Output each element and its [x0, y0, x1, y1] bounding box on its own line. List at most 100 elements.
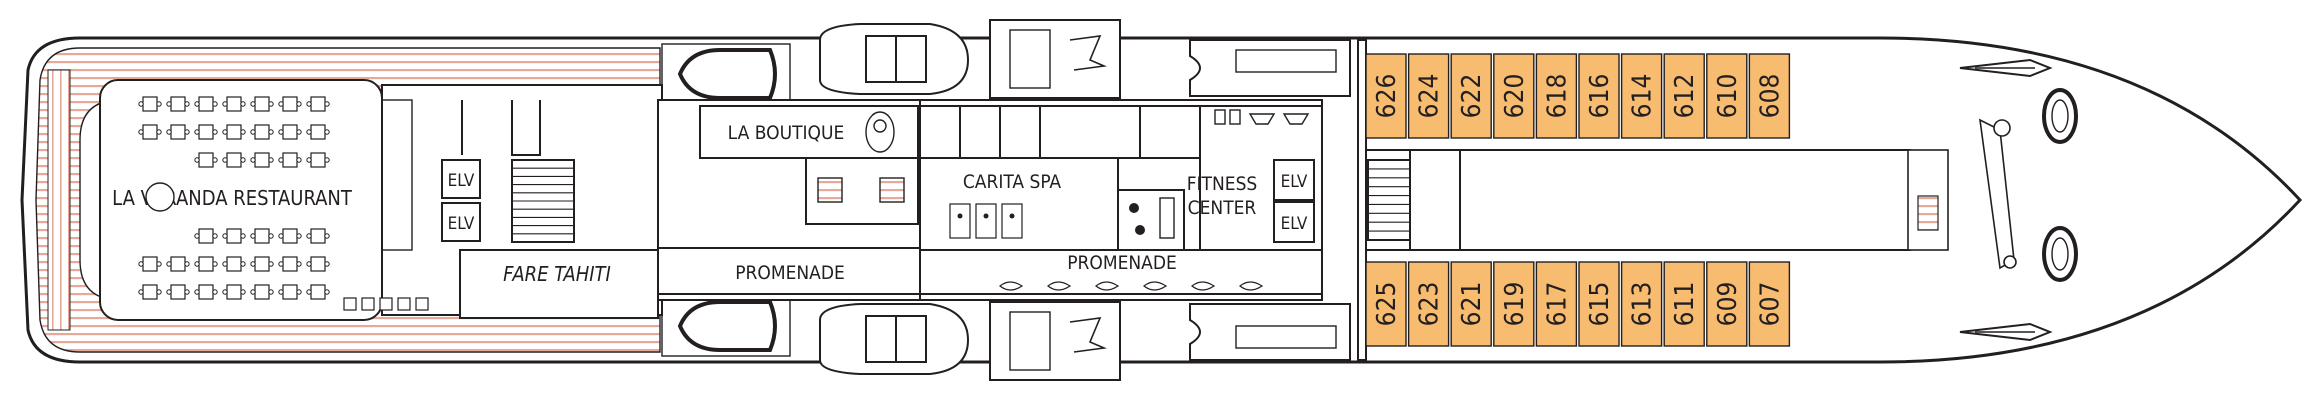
bow-bollards-lower	[2042, 226, 2078, 282]
starboard-cabin-612[interactable]	[1663, 53, 1705, 139]
table	[226, 284, 242, 300]
chair	[240, 261, 246, 267]
bow-winch-upper	[1959, 58, 2053, 78]
port-cabin-623[interactable]	[1407, 261, 1450, 347]
chair	[222, 289, 228, 295]
aft-stairs	[511, 159, 575, 243]
fwd-utility-room	[1409, 149, 1461, 251]
table	[282, 124, 298, 140]
chair	[324, 261, 330, 267]
fwd-elevator-upper[interactable]	[1273, 159, 1315, 201]
aft-elevator-upper[interactable]	[441, 159, 481, 199]
chair	[166, 129, 172, 135]
zodiac-lower	[1189, 303, 1351, 361]
lounge-table	[379, 297, 393, 311]
starboard-cabin-610[interactable]	[1706, 53, 1748, 139]
restaurant-tables	[138, 96, 330, 300]
chair	[324, 101, 330, 107]
chair	[296, 261, 302, 267]
starboard-cabin-614[interactable]	[1620, 53, 1663, 139]
table	[310, 256, 326, 272]
table	[198, 152, 214, 168]
table	[170, 96, 186, 112]
port-cabin-607[interactable]	[1748, 261, 1791, 347]
starboard-cabin-label-616: 616	[1585, 74, 1615, 119]
port-cabin-621[interactable]	[1450, 261, 1492, 347]
spa-label: CARITA SPA	[963, 171, 1062, 193]
chair	[240, 289, 246, 295]
port-cabin-613[interactable]	[1620, 261, 1663, 347]
chair	[306, 157, 312, 163]
aft-promenade-label: PROMENADE	[735, 262, 845, 284]
starboard-cabin-label-620: 620	[1500, 74, 1530, 119]
chair	[240, 101, 246, 107]
chair	[296, 129, 302, 135]
port-cabin-615[interactable]	[1578, 261, 1620, 347]
chair	[138, 101, 144, 107]
chair	[138, 129, 144, 135]
chair	[166, 289, 172, 295]
chair	[306, 233, 312, 239]
chair	[212, 261, 218, 267]
starboard-cabin-626[interactable]	[1365, 53, 1407, 139]
starboard-cabin-620[interactable]	[1493, 53, 1535, 139]
chair	[296, 289, 302, 295]
port-cabin-619[interactable]	[1493, 261, 1535, 347]
chair	[184, 261, 190, 267]
chair	[222, 233, 228, 239]
fitness-equipment	[1214, 109, 1310, 125]
table	[198, 228, 214, 244]
table	[310, 96, 326, 112]
chair	[184, 289, 190, 295]
starboard-cabin-622[interactable]	[1450, 53, 1492, 139]
mid-promenade-label: PROMENADE	[1067, 252, 1177, 274]
port-cabin-611[interactable]	[1663, 261, 1705, 347]
chair	[138, 289, 144, 295]
starboard-cabin-616[interactable]	[1578, 53, 1620, 139]
chair	[306, 261, 312, 267]
starboard-cabin-624[interactable]	[1407, 53, 1450, 139]
chair	[278, 157, 284, 163]
port-cabin-617[interactable]	[1535, 261, 1578, 347]
treatment-bed-icon	[957, 213, 963, 219]
aft-bar	[381, 99, 413, 251]
table	[198, 124, 214, 140]
chair	[184, 101, 190, 107]
chair	[212, 101, 218, 107]
chair	[324, 289, 330, 295]
bow-winch-lower	[1959, 322, 2053, 342]
table	[254, 256, 270, 272]
boutique-label: LA BOUTIQUE	[728, 122, 845, 144]
table	[142, 96, 158, 112]
chair	[296, 157, 302, 163]
chair	[156, 289, 162, 295]
port-cabin-625[interactable]	[1365, 261, 1407, 347]
fwd-elevator-lower[interactable]	[1273, 201, 1315, 243]
fitness-label-line1: FITNESS	[1187, 173, 1258, 195]
chair	[156, 129, 162, 135]
lounge-table	[397, 297, 411, 311]
port-cabin-label-607: 607	[1755, 282, 1785, 327]
lifeboat-aft-upper	[661, 43, 791, 105]
spa-treatment-rooms	[949, 203, 1023, 239]
starboard-cabin-608[interactable]	[1748, 53, 1791, 139]
aft-deck-rail	[47, 69, 71, 331]
chair	[268, 233, 274, 239]
lounger	[999, 281, 1024, 291]
table	[226, 256, 242, 272]
port-cabin-label-617: 617	[1542, 282, 1572, 327]
chair	[250, 289, 256, 295]
table	[282, 284, 298, 300]
table	[254, 228, 270, 244]
starboard-cabin-618[interactable]	[1535, 53, 1578, 139]
port-cabin-label-611: 611	[1670, 282, 1700, 327]
lounger	[1239, 281, 1264, 291]
aft-elevator-lower[interactable]	[441, 202, 481, 242]
treatment-bed-icon	[983, 213, 989, 219]
lounger	[1047, 281, 1072, 291]
port-cabin-609[interactable]	[1706, 261, 1748, 347]
fitness-label-line2: CENTER	[1188, 197, 1257, 219]
zodiac-upper	[1189, 39, 1351, 97]
